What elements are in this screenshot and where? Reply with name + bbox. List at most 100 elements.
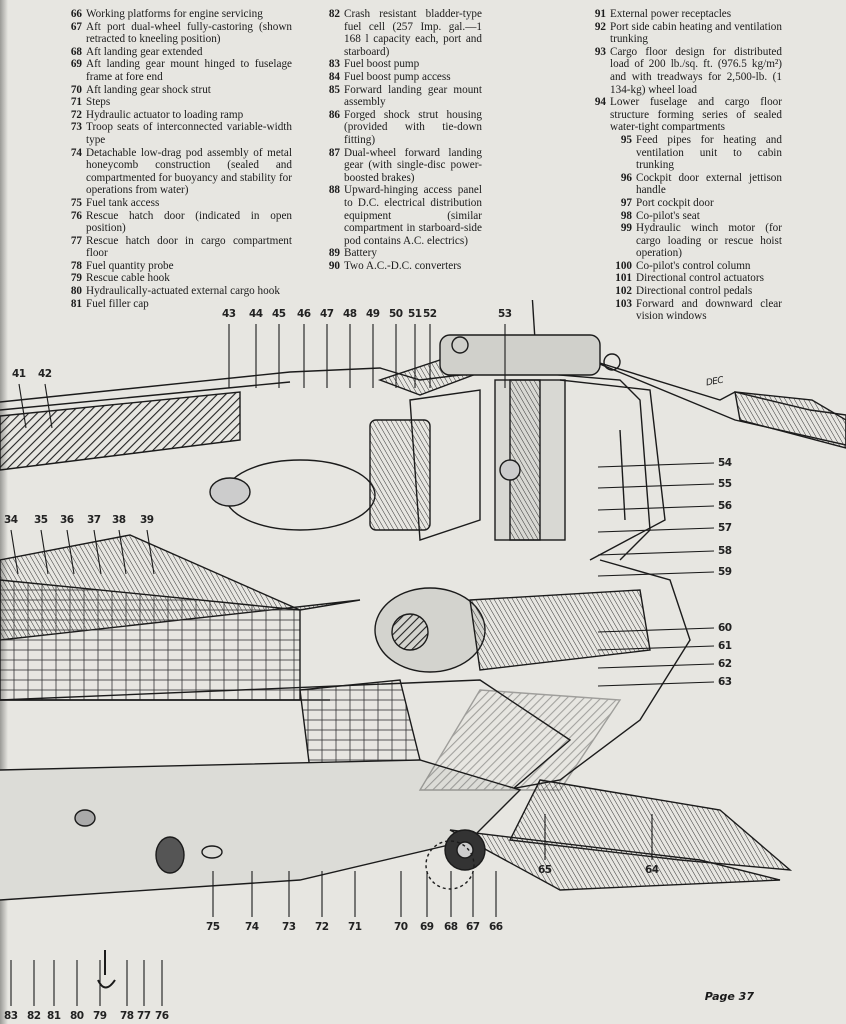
- leader-line-41: [18, 383, 27, 429]
- callout-64: 64: [645, 864, 659, 876]
- leader-line-35: [40, 529, 49, 575]
- callout-69: 69: [420, 921, 434, 933]
- callout-39: 39: [140, 514, 154, 526]
- callout-80: 80: [70, 1010, 84, 1022]
- legend-item-text: Co-pilot's control column: [636, 259, 751, 272]
- fuel-pod: [0, 759, 522, 901]
- callout-79: 79: [93, 1010, 107, 1022]
- leader-line-54: [597, 462, 715, 468]
- legend-item-number: 75: [70, 196, 82, 209]
- legend-item-number: 98: [620, 209, 632, 222]
- legend-item-text: Fuel tank access: [86, 196, 160, 209]
- callout-77: 77: [137, 1010, 151, 1022]
- legend-item-text: Fuel boost pump access: [344, 70, 451, 83]
- legend-item-text: Directional control pedals: [636, 285, 753, 298]
- legend-item-text: Forward landing gear mount assembly: [344, 83, 482, 109]
- legend-item-text: Aft landing gear extended: [86, 45, 203, 58]
- legend-item-text: Working platforms for engine servicing: [86, 8, 263, 20]
- legend-item-number: 95: [620, 133, 632, 146]
- legend-item-number: 68: [70, 45, 82, 58]
- legend-item-text: Troop seats of interconnected variable-w…: [86, 121, 292, 146]
- legend-item-text: Rescue hatch door in cargo compartment f…: [86, 234, 292, 260]
- callout-50: 50: [389, 308, 403, 320]
- legend-item-number: 92: [594, 20, 606, 33]
- legend-item-number: 103: [615, 297, 632, 310]
- legend-item: 95 Feed pipes for heating and ventilation…: [612, 134, 782, 172]
- legend-item: 97 Port cockpit door: [612, 197, 782, 210]
- legend-item-number: 97: [620, 196, 632, 209]
- legend-item-text: Rescue hatch door (indicated in open pos…: [86, 209, 292, 235]
- callout-67: 67: [466, 921, 480, 933]
- legend-item-number: 77: [70, 234, 82, 247]
- legend-item-text: Port cockpit door: [636, 196, 714, 209]
- leader-line-37: [93, 529, 102, 575]
- callout-65: 65: [538, 864, 552, 876]
- callout-82: 82: [27, 1010, 41, 1022]
- legend-item-number: 93: [594, 45, 606, 58]
- legend-item-text: Forward and downward clear vision window…: [636, 297, 782, 323]
- legend-item-text: External power receptacles: [610, 8, 732, 20]
- callout-81: 81: [47, 1010, 61, 1022]
- legend-item-text: Feed pipes for heating and ventilation u…: [636, 133, 782, 172]
- leader-line-36: [66, 529, 75, 575]
- legend-item-text: Steps: [86, 96, 111, 109]
- callout-49: 49: [366, 308, 380, 320]
- legend-item: 92 Port side cabin heating and ventilatio…: [586, 21, 782, 46]
- callout-38: 38: [112, 514, 126, 526]
- callout-55: 55: [718, 478, 732, 490]
- callout-72: 72: [315, 921, 329, 933]
- legend-item-text: Fuel filler cap: [86, 297, 149, 310]
- legend-item: 85 Forward landing gear mount assembly: [322, 84, 482, 109]
- legend-item-number: 102: [615, 285, 632, 298]
- callout-74: 74: [245, 921, 259, 933]
- legend-item-number: 87: [328, 146, 340, 159]
- legend-item-number: 101: [615, 272, 632, 285]
- callout-44: 44: [249, 308, 263, 320]
- legend-item-number: 72: [70, 108, 82, 121]
- legend-item: 100 Co-pilot's control column: [612, 260, 782, 273]
- helicopter-cutaway-drawing: [0, 300, 846, 1006]
- legend-item-number: 73: [70, 121, 82, 134]
- legend-item-text: Port side cabin heating and ventilation …: [610, 20, 782, 46]
- legend-item: 75 Fuel tank access: [64, 197, 292, 210]
- legend-item-text: Directional control actuators: [636, 272, 764, 285]
- legend-item-number: 88: [328, 184, 340, 197]
- legend-item-text: Co-pilot's seat: [636, 209, 700, 222]
- callout-43: 43: [222, 308, 236, 320]
- callout-75: 75: [206, 921, 220, 933]
- callout-63: 63: [718, 676, 732, 688]
- leader-line-42: [44, 383, 53, 429]
- legend-item-text: Aft landing gear mount hinged to fuselag…: [86, 58, 292, 83]
- legend-item-text: Crash resistant bladder-type fuel cell (…: [344, 8, 482, 58]
- callout-52: 52: [423, 308, 437, 320]
- legend-item-text: Aft port dual-wheel fully-castoring (sho…: [86, 20, 292, 46]
- callout-47: 47: [320, 308, 334, 320]
- legend-item-number: 100: [615, 259, 632, 272]
- legend-item-number: 69: [70, 58, 82, 71]
- legend-item-text: Fuel quantity probe: [86, 259, 174, 272]
- callout-48: 48: [343, 308, 357, 320]
- leader-line-59: [597, 571, 715, 577]
- callout-35: 35: [34, 514, 48, 526]
- legend-item: 101 Directional control actuators: [612, 272, 782, 285]
- legend-item-text: Hydraulically-actuated external cargo ho…: [86, 285, 280, 298]
- legend-item-text: Cockpit door external jettison handle: [636, 171, 782, 197]
- callout-37: 37: [87, 514, 101, 526]
- callout-76: 76: [155, 1010, 169, 1022]
- legend-item-text: Hydraulic actuator to loading ramp: [86, 108, 244, 121]
- legend-item-number: 85: [328, 83, 340, 96]
